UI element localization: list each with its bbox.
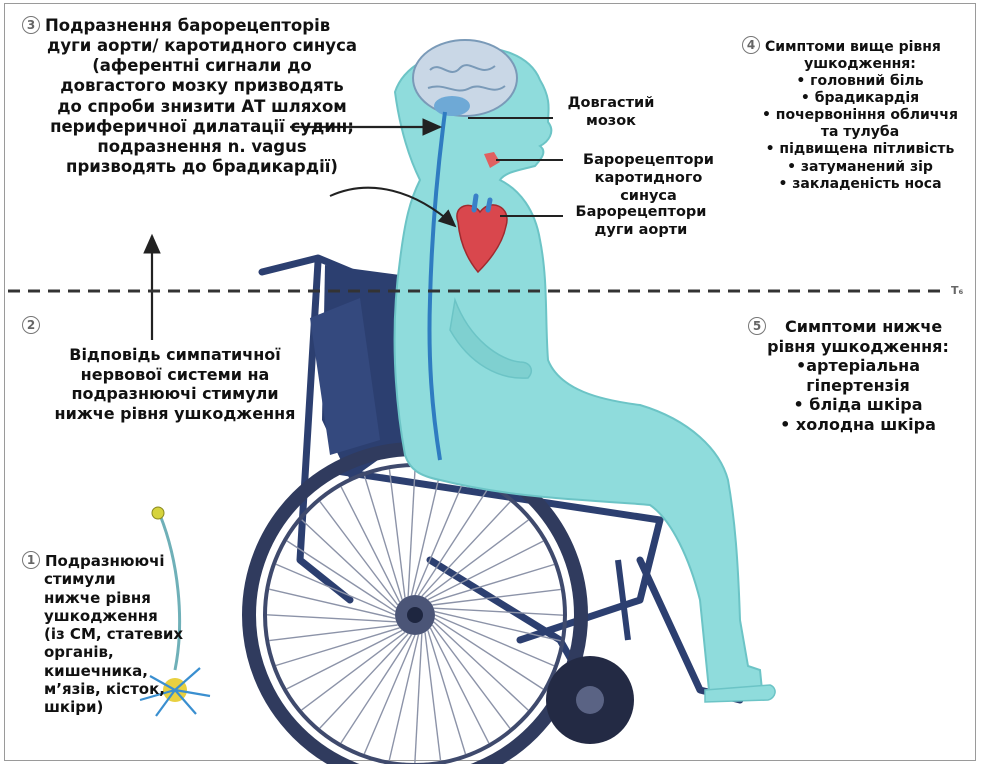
text-line: • бліда шкіра [748, 395, 968, 415]
text-line: (із СМ, статевих [22, 625, 192, 643]
text-line: • брадикардія [742, 90, 978, 107]
step-number-2: 2 [22, 316, 40, 334]
carotid-baroreceptor-label: Барорецептори каротидного синуса [566, 151, 731, 205]
medulla-label: Довгастий мозок [556, 94, 666, 130]
symptoms-above-injury-text: 4 Симптоми вище рівня ушкодження: • голов… [742, 36, 978, 193]
text-line: ушкодження [22, 607, 192, 625]
text-line: нижче рівня ушкодження [40, 404, 310, 424]
text-line: ушкодження: [742, 56, 978, 73]
text-line: Подразнюючі [45, 552, 165, 570]
text-line: та тулуба [742, 124, 978, 141]
text-line: подразнюючі стимули [40, 384, 310, 404]
text-line: периферичної дилатації судин; [22, 117, 382, 137]
wheel-spoke [428, 630, 466, 754]
text-line: стимули [22, 570, 192, 588]
injury-level-marker: T₆ [951, 284, 963, 297]
text-line: Симптоми вище рівня [765, 39, 941, 55]
text-line: Довгастий [556, 94, 666, 112]
text-line: (аферентні сигнали до [22, 56, 382, 76]
text-line: • почервоніння обличчя [742, 107, 978, 124]
text-line: нервової системи на [40, 365, 310, 385]
wheel-spoke [425, 632, 441, 760]
wheel-spoke [412, 469, 441, 595]
baroreceptor-irritation-text: 3 Подразнення барорецепторів дуги аорти/ … [22, 16, 382, 177]
wheel-spoke [389, 635, 418, 761]
text-line: дуги аорти/ каротидного синуса [22, 36, 382, 56]
text-line: шкіри) [22, 698, 192, 716]
text-line: гіпертензія [748, 376, 968, 396]
wheel-spoke [269, 589, 395, 618]
text-line: мозок [556, 112, 666, 130]
text-line: Барорецептори [566, 151, 731, 169]
text-line: подразнення n. vagus [22, 137, 382, 157]
sympathetic-response-text: Відповідь симпатичної нервової системи н… [40, 345, 310, 423]
wheel-spoke [432, 625, 510, 728]
text-line: нижче рівня [22, 589, 192, 607]
irritating-stimuli-text: 1 Подразнюючі стимули нижче рівня ушкодже… [22, 551, 192, 717]
step-number-3: 3 [22, 16, 40, 34]
text-line: дуги аорти [566, 221, 716, 239]
text-line: рівня ушкодження: [748, 337, 968, 357]
text-line: •артеріальна [748, 356, 968, 376]
brain [413, 40, 517, 116]
text-line: Симптоми нижче [785, 317, 942, 336]
wheel-spoke [365, 476, 403, 600]
wheel-spoke [302, 632, 405, 710]
text-line: • підвищена пітливість [742, 141, 978, 158]
step-number-4: 4 [742, 36, 760, 54]
text-line: органів, [22, 643, 192, 661]
text-line: • затуманений зір [742, 159, 978, 176]
text-line: • закладеність носа [742, 176, 978, 193]
text-line: призводять до брадикардії) [22, 157, 382, 177]
step-number-1: 1 [22, 551, 40, 569]
wheel-spoke [267, 615, 396, 622]
text-line: • холодна шкіра [748, 415, 968, 435]
text-line: Барорецептори [566, 203, 716, 221]
wheel-spoke [434, 608, 563, 615]
wheel-spoke [408, 467, 415, 596]
text-line: Відповідь симпатичної [40, 345, 310, 365]
wheel-spoke [389, 469, 405, 597]
text-line: • головний біль [742, 73, 978, 90]
text-line: довгастого мозку призводять [22, 76, 382, 96]
symptoms-below-injury-text: 5 Симптоми нижче рівня ушкодження: •артер… [748, 317, 968, 434]
text-line: кишечника, [22, 662, 192, 680]
wheel-spoke [276, 628, 400, 666]
wheel-spoke [269, 625, 397, 641]
text-line: до спроби знизити АТ шляхом [22, 97, 382, 117]
aortic-baroreceptor-label: Барорецептори дуги аорти [566, 203, 716, 239]
wheel-spoke [415, 634, 422, 763]
text-line: Подразнення барорецепторів [45, 16, 330, 35]
text-line: каротидного синуса [566, 169, 731, 205]
step-number-5: 5 [748, 317, 766, 335]
text-line: м’язів, кісток, [22, 680, 192, 698]
